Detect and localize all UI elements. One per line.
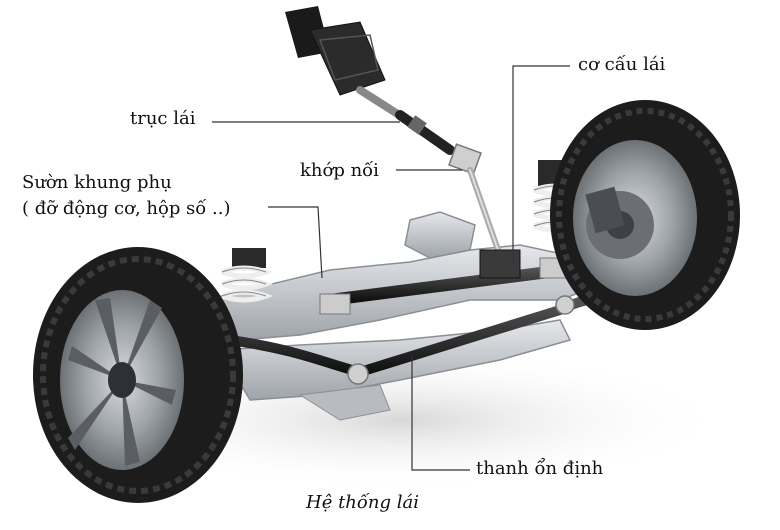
label-suon-khung-phu-line1: Sườn khung phụ bbox=[22, 172, 172, 193]
leader-co-cau-lai bbox=[512, 65, 570, 262]
leader-lines bbox=[212, 65, 570, 471]
right-wheel bbox=[550, 100, 740, 330]
left-shock-absorber bbox=[221, 248, 274, 303]
label-thanh-on-dinh: thanh ổn định bbox=[476, 458, 604, 479]
figure-caption: Hệ thống lái bbox=[306, 492, 419, 513]
leader-suon-khung-phu bbox=[268, 206, 323, 279]
universal-joint bbox=[448, 143, 501, 253]
label-truc-lai: trục lái bbox=[130, 108, 196, 129]
left-wheel bbox=[33, 247, 243, 503]
label-suon-khung-phu-line2: ( đỡ động cơ, hộp số ..) bbox=[22, 198, 231, 219]
label-khop-noi: khớp nối bbox=[300, 160, 379, 181]
steering-column bbox=[285, 6, 455, 155]
label-co-cau-lai: cơ cấu lái bbox=[578, 54, 666, 75]
leader-thanh-on-dinh bbox=[411, 355, 470, 471]
